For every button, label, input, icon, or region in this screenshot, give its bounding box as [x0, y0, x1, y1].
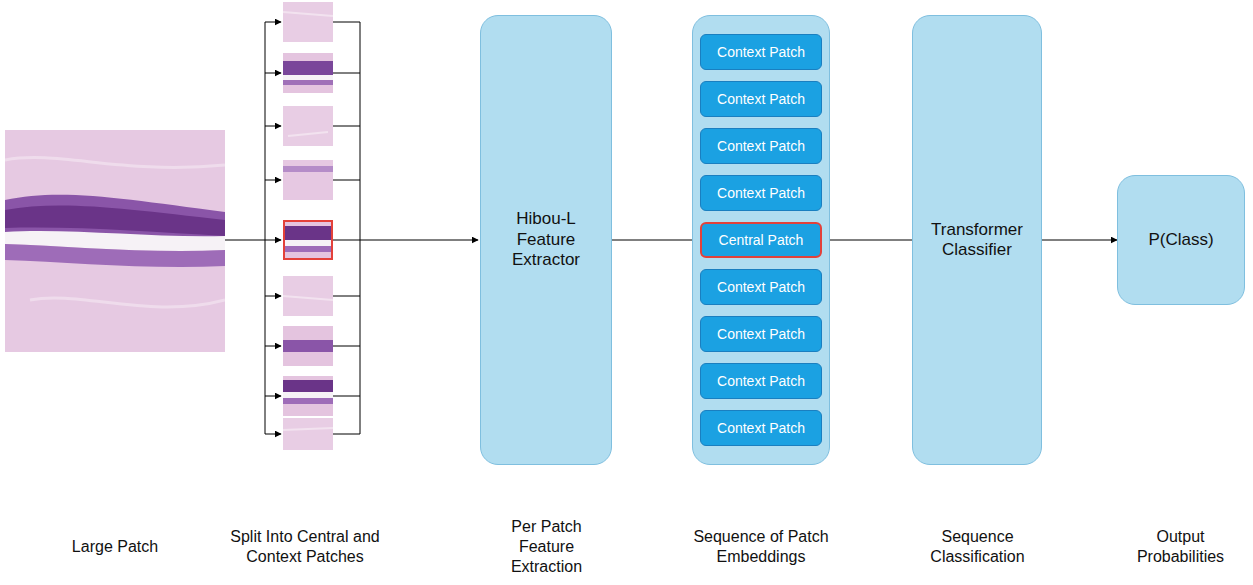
patch-embedding-box: Context Patch — [700, 81, 822, 117]
node-text: Context Patch — [717, 185, 805, 202]
large-patch-image — [5, 130, 225, 352]
stage-caption: Sequence Classification — [920, 527, 1035, 567]
stage-caption: Split Into Central and Context Patches — [230, 527, 380, 567]
stage-caption: Large Patch — [45, 537, 185, 557]
node-text: Context Patch — [717, 279, 805, 296]
classifier-box: Transformer Classifier — [912, 15, 1042, 465]
patch-embedding-box: Context Patch — [700, 410, 822, 446]
patch-embedding-box: Context Patch — [700, 363, 822, 399]
stage-caption: Per Patch Feature Extraction — [499, 517, 594, 577]
node-text: Transformer Classifier — [921, 220, 1033, 261]
node-text: Context Patch — [717, 91, 805, 108]
output-box: P(Class) — [1117, 175, 1245, 305]
node-text: Context Patch — [717, 44, 805, 61]
patch-embedding-box: Context Patch — [700, 128, 822, 164]
patch-embedding-box: Context Patch — [700, 175, 822, 211]
connector-arrow — [830, 240, 912, 241]
patch-embedding-box: Central Patch — [700, 222, 822, 258]
connector-arrow — [1042, 240, 1117, 241]
node-text: P(Class) — [1148, 230, 1213, 250]
node-text: Central Patch — [719, 232, 804, 249]
patch-embedding-box: Context Patch — [700, 316, 822, 352]
node-text: Context Patch — [717, 373, 805, 390]
embedding-sequence-panel: Context PatchContext PatchContext PatchC… — [692, 15, 830, 465]
patch-images — [283, 2, 333, 450]
patch-embedding-box: Context Patch — [700, 269, 822, 305]
node-text: Context Patch — [717, 420, 805, 437]
stage-caption: Output Probabilities — [1123, 527, 1238, 567]
node-text: Context Patch — [717, 138, 805, 155]
node-text: Hibou-L Feature Extractor — [489, 209, 603, 270]
split-wires — [225, 22, 478, 434]
stage-caption: Sequence of Patch Embeddings — [686, 527, 836, 567]
patch-embedding-box: Context Patch — [700, 34, 822, 70]
node-text: Context Patch — [717, 326, 805, 343]
feature-extractor-box: Hibou-L Feature Extractor — [480, 15, 612, 465]
connector-arrow — [612, 240, 692, 241]
